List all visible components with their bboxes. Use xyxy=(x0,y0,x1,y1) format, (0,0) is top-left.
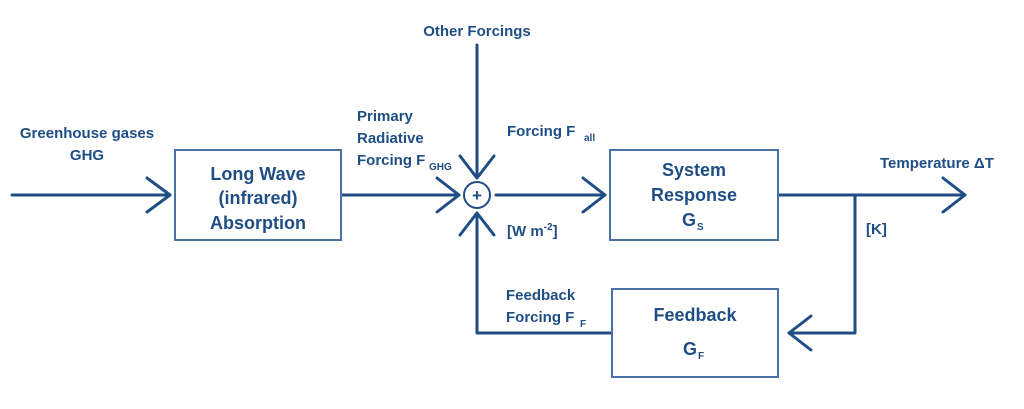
temperature-arrowhead xyxy=(941,176,967,214)
feedback-line1: Feedback xyxy=(653,305,737,325)
primary-forcing-sub: GHG xyxy=(429,162,452,173)
feedback-forcing-sub: F xyxy=(580,319,586,330)
feedback-arrowhead xyxy=(787,314,813,352)
system-line3: G xyxy=(682,210,696,230)
feedback-forcing-label-line2: Forcing F xyxy=(506,309,574,326)
primary-forcing-arrowhead xyxy=(435,176,461,214)
longwave-line1: Long Wave xyxy=(210,164,305,184)
system-response-block xyxy=(609,149,779,241)
feedback-line2: G xyxy=(683,339,697,359)
system-line2: Response xyxy=(651,185,737,205)
units-temp-label: [K] xyxy=(866,221,887,238)
other-forcings-arrowhead xyxy=(458,154,496,180)
feedback-block xyxy=(611,288,779,378)
primary-forcing-label-line2: Radiative xyxy=(357,130,424,147)
longwave-line3: Absorption xyxy=(210,213,306,233)
junction-plus-symbol: + xyxy=(472,186,482,205)
feedback-forcing-label-line1: Feedback xyxy=(506,287,576,304)
longwave-line2: (infrared) xyxy=(218,188,297,208)
system-line1: System xyxy=(662,160,726,180)
feedback-line2-sub: F xyxy=(698,351,704,362)
forcing-all-label: Forcing F xyxy=(507,123,575,140)
longwave-absorption-block xyxy=(174,149,342,241)
summing-junction xyxy=(463,181,491,209)
forcing-all-arrowhead xyxy=(581,176,607,214)
primary-forcing-label-line3: Forcing F xyxy=(357,152,425,169)
feedback-forcing-line xyxy=(475,211,613,335)
ghg-arrowhead xyxy=(145,176,172,214)
temperature-label: Temperature ΔT xyxy=(880,155,994,172)
feedback-loop-line xyxy=(787,193,857,335)
units-forcing-label: [W m-2] xyxy=(507,222,558,240)
primary-forcing-label-line1: Primary xyxy=(357,108,414,125)
feedback-forcing-arrowhead xyxy=(458,211,496,237)
ghg-label-line2: GHG xyxy=(70,147,104,164)
other-forcings-label: Other Forcings xyxy=(423,23,531,40)
system-line3-sub: S xyxy=(697,222,704,233)
ghg-label-line1: Greenhouse gases xyxy=(20,125,154,142)
forcing-all-sub: all xyxy=(584,133,595,144)
